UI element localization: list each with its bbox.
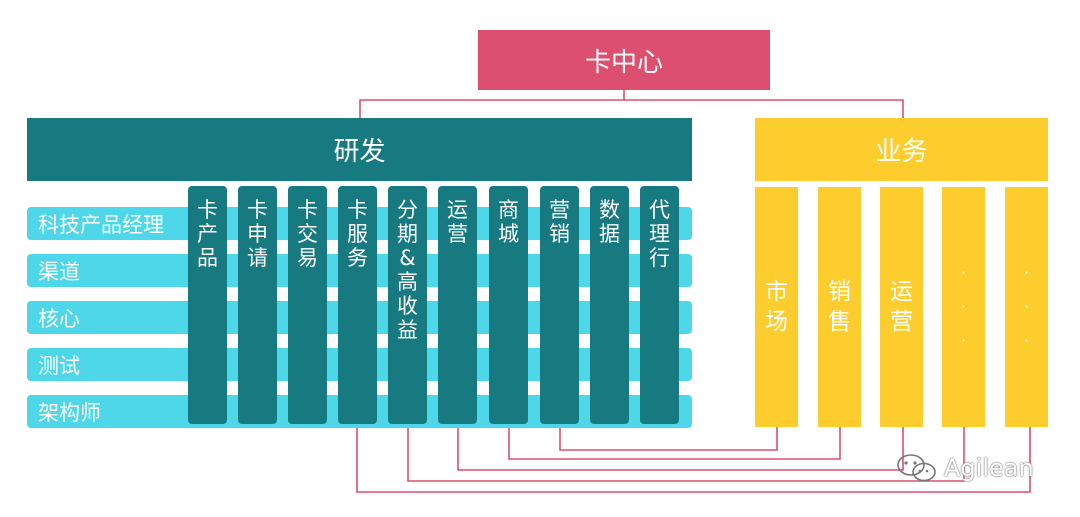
connector-ops-to-ops [457, 424, 904, 471]
business-column-operations: 运 营 [880, 187, 923, 427]
column-char: 销 [828, 279, 851, 305]
card-center-label: 卡中心 [584, 47, 663, 78]
connector-top-to-business [624, 99, 904, 118]
wechat-icon [897, 454, 936, 482]
ellipsis-dot: · [960, 297, 967, 316]
column-char: 销 [549, 222, 570, 246]
column-char: 卡 [197, 198, 218, 222]
row-label: 渠道 [38, 259, 80, 284]
column-char: 易 [297, 246, 318, 270]
row-label: 科技产品经理 [38, 212, 164, 237]
rd-column-operations: 运 营 [438, 186, 477, 424]
rd-column-card-application: 卡 申 请 [238, 186, 277, 424]
connector-installment-to-dots [407, 424, 965, 482]
column-char: 城 [498, 222, 519, 246]
rd-column-agency: 代 理 行 [640, 186, 679, 424]
column-char: 请 [247, 246, 268, 270]
column-char: 据 [599, 222, 620, 246]
column-char: 营 [549, 198, 570, 222]
rd-column-card-transaction: 卡 交 易 [288, 186, 327, 424]
column-char: 代 [649, 198, 670, 222]
column-char: 营 [447, 222, 468, 246]
card-center-box: 卡中心 [478, 30, 770, 90]
rd-column-data: 数 据 [590, 186, 629, 424]
watermark-text: Agilean [944, 454, 1034, 482]
column-char: 务 [347, 246, 368, 270]
column-char: 营 [890, 309, 913, 335]
watermark: Agilean [896, 452, 1034, 484]
connector-marketing-to-market [559, 424, 778, 451]
column-char: 益 [397, 318, 418, 342]
ellipsis-dot: · [960, 331, 967, 350]
column-char: 商 [498, 198, 519, 222]
column-char: 数 [599, 198, 620, 222]
row-label: 核心 [38, 306, 80, 331]
column-char: 分 [397, 198, 418, 222]
rd-column-card-service: 卡 服 务 [338, 186, 377, 424]
column-char: 卡 [247, 198, 268, 222]
column-char: 理 [649, 222, 670, 246]
business-header-label: 业务 [875, 137, 928, 167]
business-column-ellipsis-2: · · · [1005, 187, 1048, 427]
column-char: 卡 [347, 198, 368, 222]
column-char: 产 [197, 222, 218, 246]
row-label: 测试 [38, 353, 80, 378]
column-char: 交 [297, 222, 318, 246]
column-char: 行 [649, 246, 670, 270]
ellipsis-dot: · [960, 263, 967, 282]
ellipsis-dot: · [1023, 297, 1030, 316]
column-char: 市 [765, 279, 788, 305]
row-label: 架构师 [38, 400, 101, 425]
connector-service-to-market [356, 424, 1031, 493]
column-char: 品 [197, 246, 218, 270]
rd-header-label: 研发 [333, 137, 386, 167]
column-char: 服 [347, 222, 368, 246]
rd-column-installment-high-yield: 分 期 & 高 收 益 [388, 186, 427, 424]
connector-top-to-rd [359, 90, 625, 118]
business-header: 业务 [755, 118, 1048, 181]
column-char: 运 [890, 279, 913, 305]
column-char: & [399, 246, 416, 270]
column-char: 售 [828, 309, 851, 335]
rd-column-mall: 商 城 [489, 186, 528, 424]
business-column-ellipsis-1: · · · [942, 187, 985, 427]
column-char: 卡 [297, 198, 318, 222]
business-column-sales: 销 售 [818, 187, 861, 427]
column-char: 场 [765, 309, 788, 335]
column-char: 申 [247, 222, 268, 246]
rd-column-marketing: 营 销 [540, 186, 579, 424]
column-char: 高 [397, 270, 418, 294]
ellipsis-dot: · [1023, 263, 1030, 282]
ellipsis-dot: · [1023, 331, 1030, 350]
connector-mall-to-sales [508, 424, 841, 460]
column-char: 期 [397, 222, 418, 246]
rd-column-card-product: 卡 产 品 [188, 186, 227, 424]
column-char: 收 [397, 294, 418, 318]
rd-header: 研发 [27, 118, 692, 181]
column-char: 运 [447, 198, 468, 222]
business-column-market: 市 场 [755, 187, 798, 427]
